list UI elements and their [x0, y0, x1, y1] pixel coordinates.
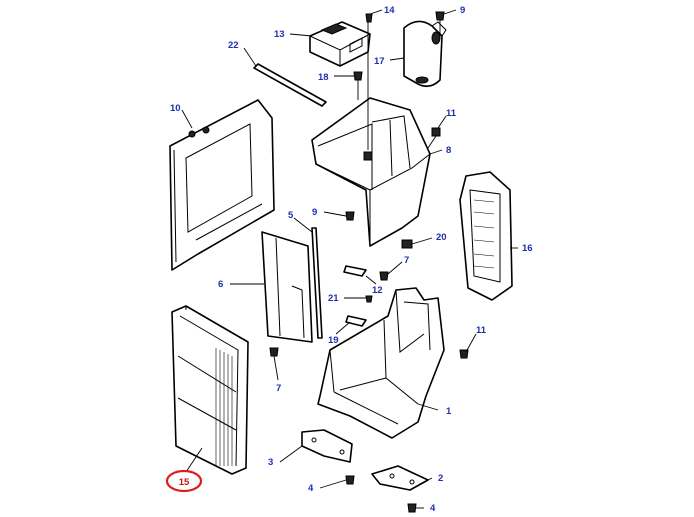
- part-8-upper-housing: [311, 97, 431, 247]
- leader-lines: [181, 9, 518, 509]
- callout-8: 8: [446, 145, 451, 156]
- callout-17: 17: [374, 56, 385, 67]
- callout-11-lower: 11: [476, 325, 487, 336]
- callout-15: 15: [179, 477, 190, 488]
- part-10-rear-panel: [169, 99, 275, 271]
- callout-labels: 14 9 13 22 17 18 10 11 8 9 5 20 16 6 7 1…: [170, 5, 533, 514]
- callout-16: 16: [522, 243, 533, 254]
- highlight-circle: [165, 469, 203, 493]
- callout-3: 3: [268, 457, 273, 468]
- part-6-inner-panel: [261, 231, 313, 343]
- callout-11-upper: 11: [446, 108, 457, 119]
- highlighted-callout-15: 15: [165, 469, 203, 493]
- part-16-side-cover: [459, 171, 513, 301]
- part-5-rod: [311, 227, 323, 339]
- callout-20: 20: [436, 232, 447, 243]
- callout-14: 14: [384, 5, 395, 16]
- callout-1: 1: [446, 406, 452, 417]
- fasteners: [269, 11, 469, 513]
- part-13-controller: [309, 21, 371, 67]
- part-3-bracket: [301, 429, 353, 463]
- part-22-bar: [253, 63, 327, 107]
- callout-7-lower: 7: [276, 383, 281, 394]
- callout-13: 13: [274, 29, 285, 40]
- part-1-lower-housing: [317, 287, 445, 439]
- part-2-bracket: [371, 465, 429, 491]
- callout-10: 10: [170, 103, 181, 114]
- callout-7-upper: 7: [404, 255, 409, 266]
- callout-2: 2: [438, 473, 443, 484]
- callout-19: 19: [328, 335, 339, 346]
- callout-4-left: 4: [308, 483, 314, 494]
- callout-6: 6: [218, 279, 223, 290]
- callout-18: 18: [318, 72, 329, 83]
- callout-5: 5: [288, 210, 294, 221]
- callout-4-right: 4: [430, 503, 436, 514]
- callout-22: 22: [228, 40, 239, 51]
- part-15-filter: [171, 305, 249, 475]
- callout-12: 12: [372, 285, 383, 296]
- part-17-canister: [403, 20, 447, 88]
- callout-9-middle: 9: [312, 207, 317, 218]
- callout-9-top: 9: [460, 5, 465, 16]
- callout-21: 21: [328, 293, 339, 304]
